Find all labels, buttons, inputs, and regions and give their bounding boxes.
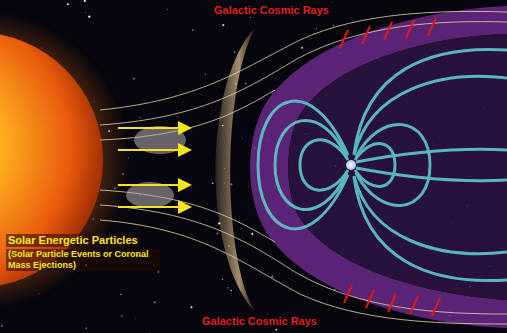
star	[158, 271, 160, 273]
star	[222, 24, 224, 26]
star	[271, 276, 273, 278]
cme-clouds	[126, 126, 186, 208]
star	[120, 294, 122, 296]
star	[67, 3, 69, 5]
star	[275, 329, 277, 331]
star	[227, 287, 229, 289]
star	[212, 182, 214, 184]
particle-sublabel: (Solar Particle Events or Coronal Mass E…	[6, 249, 160, 271]
star	[248, 186, 250, 188]
star	[216, 232, 218, 234]
star	[222, 278, 224, 280]
bow-shock	[216, 28, 255, 312]
star	[177, 116, 179, 118]
magnetosphere	[288, 34, 507, 300]
star	[154, 301, 156, 303]
star	[316, 28, 317, 29]
cosmic-ray-label: Galactic Cosmic Rays	[212, 4, 331, 17]
star	[139, 117, 140, 118]
star	[88, 16, 90, 18]
star	[148, 332, 150, 333]
star	[241, 137, 243, 139]
particle-label: Solar Energetic Particles	[6, 234, 140, 247]
star	[201, 94, 203, 96]
cosmic-ray-label: Galactic Cosmic Rays	[200, 315, 319, 328]
star	[191, 306, 193, 308]
star	[230, 290, 232, 292]
star	[1, 325, 3, 327]
earth	[346, 160, 356, 170]
cosmic-ray-ticks	[340, 18, 440, 316]
star	[174, 209, 176, 211]
star	[85, 12, 87, 14]
star	[251, 233, 253, 235]
star	[167, 8, 169, 10]
star	[86, 327, 88, 329]
star	[301, 47, 303, 49]
star	[205, 74, 206, 75]
star	[84, 0, 86, 2]
star	[134, 318, 136, 320]
particle-arrows	[118, 128, 188, 207]
star	[133, 78, 135, 80]
star	[331, 2, 333, 4]
star	[192, 29, 194, 31]
field-lines	[258, 49, 507, 280]
magnetosheath	[250, 6, 507, 328]
star	[333, 25, 335, 27]
star	[245, 83, 246, 84]
star	[230, 183, 232, 185]
star	[121, 315, 122, 316]
star	[234, 51, 236, 53]
solar-wind-lines	[100, 11, 507, 324]
